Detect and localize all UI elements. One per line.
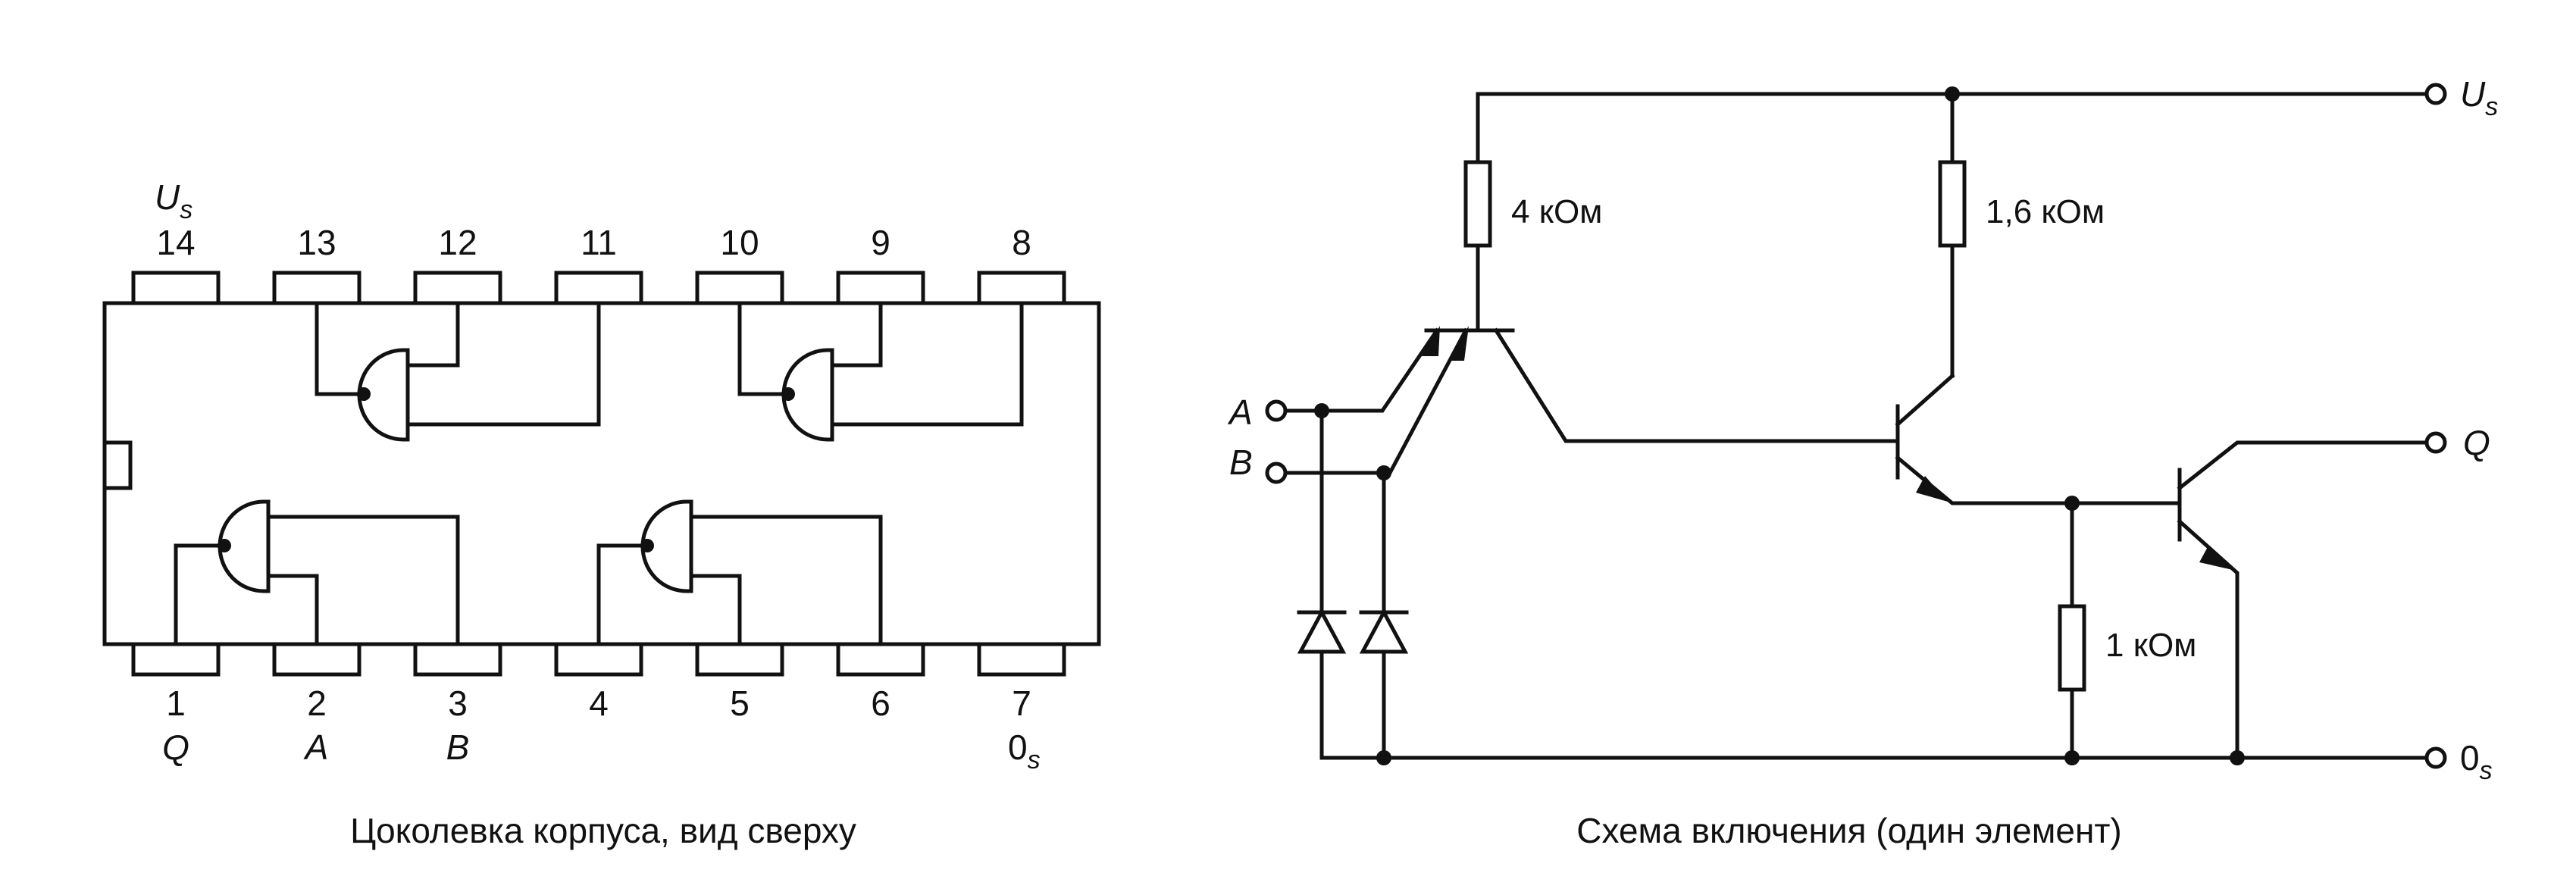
- schematic-ground-label: 0s: [2460, 738, 2493, 785]
- input-b-terminal[interactable]: [1265, 462, 1288, 484]
- nand-gate-lower-left: [174, 499, 460, 646]
- pin-3-signal: B: [446, 728, 470, 767]
- pin-11-label: 11: [581, 223, 617, 262]
- transistor-t3: [2070, 440, 2427, 760]
- bottom-pin-pads: [131, 642, 1066, 677]
- transistor-t2: [1895, 373, 2074, 505]
- schematic-caption: Схема включения (один элемент): [1576, 811, 2122, 850]
- supply-terminal: [2424, 83, 2447, 105]
- ic-package-body: [102, 301, 1101, 646]
- pin-8-label: 8: [1012, 223, 1031, 262]
- resistor-r3: [2058, 604, 2086, 692]
- input-a-label: A: [1227, 393, 1253, 432]
- schematic-supply-label: Us: [2460, 74, 2498, 121]
- pin-5-label: 5: [730, 684, 750, 723]
- clamp-diodes: [1297, 408, 1409, 760]
- pin-4-label: 4: [589, 684, 609, 723]
- resistor-r1-value: 4 кОм: [1511, 193, 1602, 230]
- resistor-r2-value: 1,6 кОм: [1986, 193, 2105, 230]
- input-a-terminal[interactable]: [1265, 399, 1288, 422]
- pin-9-label: 9: [871, 223, 890, 262]
- nand-gate-lower-right: [596, 499, 883, 646]
- ic-notch: [102, 440, 133, 490]
- pin-2-label: 2: [307, 684, 327, 723]
- output-q-label: Q: [2463, 423, 2490, 462]
- pin-1-signal: Q: [162, 728, 189, 767]
- input-b-label: B: [1229, 443, 1253, 482]
- resistor-r1: [1463, 160, 1492, 248]
- pinout-ground-label: 0s: [1008, 728, 1041, 774]
- resistor-r3-value: 1 кОм: [2105, 627, 2196, 664]
- pin-3-label: 3: [448, 684, 468, 723]
- pin-13-label: 13: [297, 223, 336, 262]
- pinout-supply-label: Us: [155, 177, 192, 224]
- schematic: Us 0s 4 кОм A B: [1227, 74, 2498, 850]
- nand-gate-upper-right: [737, 301, 1024, 442]
- top-pin-pads: [131, 271, 1066, 305]
- ic-pinout: 14 13 12 11 10 9 8 Us 1 2 3 4 5 6 7 Q A …: [102, 177, 1101, 850]
- pin-2-signal: A: [303, 728, 329, 767]
- pin-10-label: 10: [720, 223, 759, 262]
- ground-terminal: [2424, 746, 2447, 769]
- output-q-terminal[interactable]: [2424, 431, 2447, 454]
- pin-12-label: 12: [438, 223, 477, 262]
- pinout-caption: Цоколевка корпуса, вид сверху: [350, 811, 856, 850]
- pin-14-label: 14: [156, 223, 195, 262]
- pin-6-label: 6: [871, 684, 890, 723]
- pin-7-label: 7: [1012, 684, 1031, 723]
- pin-1-label: 1: [166, 684, 186, 723]
- resistor-r2: [1938, 160, 1967, 248]
- nand-gate-upper-left: [315, 301, 601, 442]
